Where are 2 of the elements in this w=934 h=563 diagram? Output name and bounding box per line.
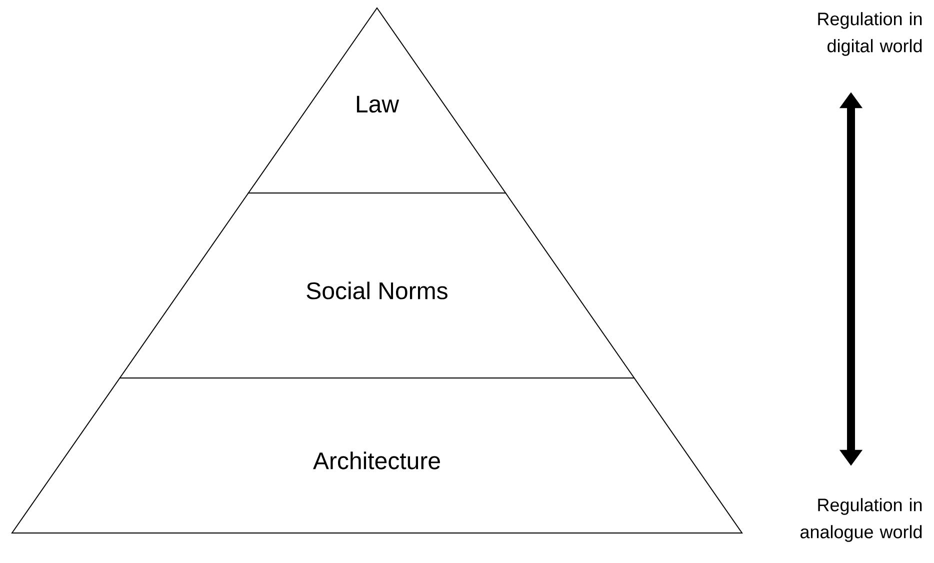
side-label: Regulation in digital world — [818, 12, 922, 56]
side-label: Regulation in analogue world — [800, 498, 922, 542]
